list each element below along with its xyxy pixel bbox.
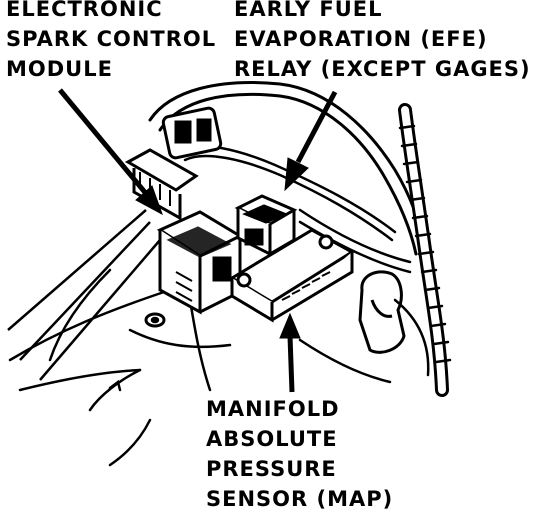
map-label-line-4: SENSOR (MAP) (206, 487, 394, 511)
map-label-line-3: PRESSURE (206, 457, 337, 481)
leader-lines (7, 88, 338, 393)
esc-label-line-2: SPARK CONTROL (6, 27, 217, 51)
map-sensor (229, 228, 355, 323)
map-label-line-2: ABSOLUTE (206, 427, 338, 451)
esc-label-line-1: ELECTRONIC (6, 0, 163, 21)
upper-connector (161, 106, 223, 160)
intake-body (8, 268, 430, 467)
esc-module (156, 210, 244, 315)
efe-relay-label: EARLY FUEL EVAPORATION (EFE) RELAY (EXCE… (234, 0, 531, 84)
esc-module-label: ELECTRONIC SPARK CONTROL MODULE (6, 0, 216, 84)
efe-label-line-1: EARLY FUEL (234, 0, 383, 21)
efe-label-line-3: RELAY (EXCEPT GAGES) (234, 57, 531, 81)
map-sensor-label: MANIFOLD ABSOLUTE PRESSURE SENSOR (MAP) (206, 394, 393, 514)
efe-label-line-2: EVAPORATION (EFE) (234, 27, 488, 51)
pipe-fitting (358, 270, 406, 354)
esc-label-line-3: MODULE (6, 57, 113, 81)
map-label-line-1: MANIFOLD (206, 397, 340, 421)
